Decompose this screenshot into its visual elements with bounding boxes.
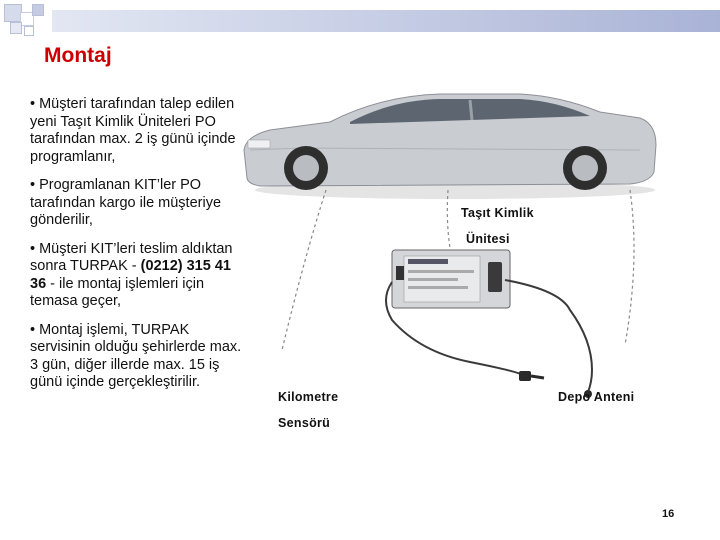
- bullet-item: • Müşteri KIT’leri teslim aldıktan sonra…: [30, 241, 244, 311]
- bullet-item: • Müşteri tarafından talep edilen yeni T…: [30, 96, 236, 165]
- antenna-label: Depo Anteni: [558, 390, 635, 404]
- vehicle-id-unit-image: [391, 249, 511, 309]
- bullet-text: • Müşteri KIT’leri teslim aldıktan sonra…: [30, 240, 233, 275]
- slide-title: Montaj: [44, 44, 112, 67]
- phone-number: (0212) 315 41 36: [30, 258, 231, 292]
- sensor-cable: [385, 281, 523, 376]
- antenna-cable: [504, 279, 594, 393]
- bullet-item: • Montaj işlemi, TURPAK servisinin olduğ…: [30, 321, 242, 391]
- sensor-label-line2: Sensörü: [278, 416, 331, 430]
- car-image: [243, 93, 657, 199]
- sensor-connector-line: [281, 189, 327, 351]
- sensor-label-line1: Kilometre: [278, 390, 339, 404]
- antenna-image: [584, 390, 592, 398]
- unit-connector-line: [446, 189, 451, 249]
- km-sensor-image: [519, 371, 545, 381]
- unit-label-line1: Taşıt Kimlik: [461, 206, 534, 220]
- bullet-item: • Programlanan KIT’ler PO tarafından kar…: [30, 177, 222, 228]
- unit-label-line2: Ünitesi: [466, 232, 510, 246]
- page-number: 16: [662, 508, 675, 520]
- antenna-connector-line: [624, 189, 635, 346]
- bullet-list: • Müşteri tarafından talep edilen yeni T…: [30, 96, 244, 403]
- header-bar: [52, 10, 720, 32]
- bullet-text: - ile montaj işlemleri için temasa geçer…: [30, 275, 205, 310]
